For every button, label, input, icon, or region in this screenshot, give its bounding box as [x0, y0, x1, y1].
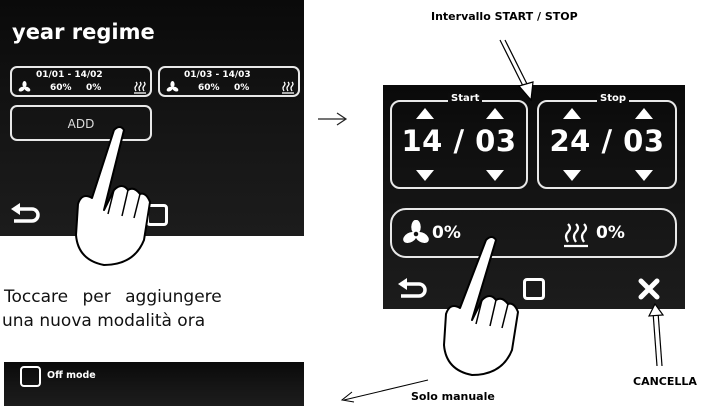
fan-icon: [166, 81, 179, 92]
regime-entry-2[interactable]: 01/03 - 14/03 60% 0%: [158, 66, 300, 97]
start-value: 14 / 03: [401, 124, 517, 158]
off-mode-checkbox[interactable]: [20, 366, 41, 387]
start-month-up-button[interactable]: [486, 108, 504, 119]
heat-percent: 0%: [234, 83, 250, 93]
annotation-arrow-icon: [647, 302, 665, 367]
hand-pointer-icon: [75, 126, 151, 266]
fan-icon: [403, 220, 429, 243]
off-mode-label: Off mode: [47, 370, 96, 381]
add-button[interactable]: ADD: [10, 105, 152, 141]
page-title: year regime: [12, 20, 155, 44]
annotation-arrow-icon: [340, 379, 429, 403]
caption-line-1: Toccare per aggiungere: [4, 287, 222, 307]
stop-month-up-button[interactable]: [635, 108, 653, 119]
annotation-arrow-icon: [499, 39, 534, 102]
start-day-up-button[interactable]: [416, 108, 434, 119]
start-day-down-button[interactable]: [416, 170, 434, 181]
fan-icon: [18, 81, 31, 92]
power-box[interactable]: 0% 0%: [390, 208, 677, 258]
heating-icon: [282, 81, 294, 94]
screen-off-mode: Off mode: [4, 362, 304, 406]
screen-interval-edit: Start 14 / 03 Stop 24 / 03 0% 0%: [383, 85, 685, 309]
start-box: Start 14 / 03: [390, 93, 528, 189]
stop-value: 24 / 03: [549, 124, 665, 158]
fan-percent: 60%: [198, 83, 220, 93]
hand-pointer-icon: [443, 236, 519, 376]
heat-percent: 0%: [86, 83, 102, 93]
heating-icon: [564, 223, 588, 248]
stop-box: Stop 24 / 03: [537, 93, 677, 189]
fan-value[interactable]: 0%: [432, 223, 461, 243]
caption-line-2: una nuova modalità ora: [2, 311, 206, 331]
start-label: Start: [448, 93, 483, 104]
back-icon[interactable]: [10, 203, 46, 225]
entry-range: 01/01 - 14/02: [36, 70, 103, 80]
annotation-intervallo: Intervallo START / STOP: [431, 10, 578, 23]
stop-label: Stop: [597, 93, 630, 104]
start-month-down-button[interactable]: [486, 170, 504, 181]
back-icon[interactable]: [397, 278, 433, 300]
heat-value[interactable]: 0%: [596, 223, 625, 243]
close-icon[interactable]: [638, 278, 660, 300]
entry-range: 01/03 - 14/03: [184, 70, 251, 80]
stop-month-down-button[interactable]: [635, 170, 653, 181]
flow-arrow-icon: [318, 112, 348, 126]
stop-day-up-button[interactable]: [563, 108, 581, 119]
add-button-label: ADD: [67, 117, 95, 131]
fan-percent: 60%: [50, 83, 72, 93]
home-button[interactable]: [523, 278, 545, 300]
regime-entry-1[interactable]: 01/01 - 14/02 60% 0%: [10, 66, 152, 97]
annotation-cancella: CANCELLA: [633, 375, 697, 388]
screen-year-regime-right: 01/03 - 14/03 60% 0%: [158, 0, 304, 236]
stop-day-down-button[interactable]: [563, 170, 581, 181]
heating-icon: [134, 81, 146, 94]
annotation-solo-manuale: Solo manuale: [411, 390, 495, 403]
